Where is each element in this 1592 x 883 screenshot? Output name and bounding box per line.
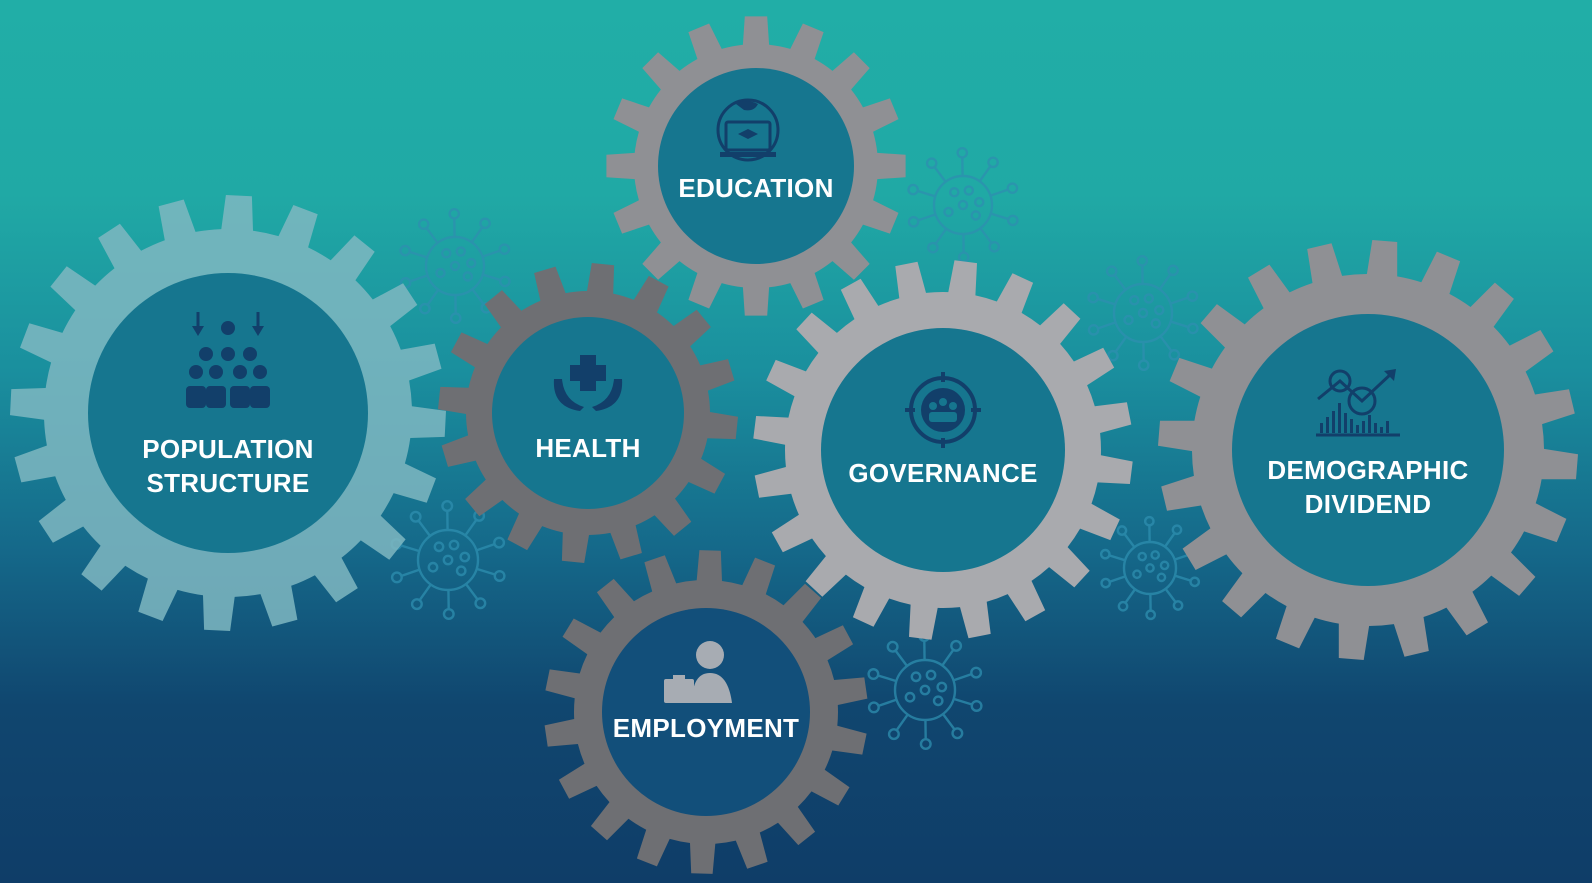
label-line: POPULATION: [142, 434, 314, 465]
label-education: EDUCATION: [678, 172, 833, 206]
label-line: EDUCATION: [678, 173, 834, 204]
target-people-icon: [905, 372, 981, 448]
gear-hub-population: [88, 273, 368, 553]
gear-demographic: [1158, 240, 1578, 660]
label-health: HEALTH: [535, 432, 640, 466]
gear-education: [606, 16, 906, 316]
label-line: DIVIDEND: [1304, 489, 1432, 519]
coronavirus-icon: [867, 630, 983, 750]
gear-employment: [544, 550, 868, 874]
label-employment: EMPLOYMENT: [613, 712, 799, 746]
people-group-icon: [186, 312, 270, 408]
health-cross-hands-icon: [553, 355, 623, 411]
coronavirus-icon: [1087, 254, 1199, 372]
label-line: HEALTH: [535, 433, 641, 464]
coronavirus-icon: [390, 500, 506, 620]
label-line: STRUCTURE: [146, 468, 310, 498]
gear-hub-governance: [821, 328, 1065, 572]
label-line: DEMOGRAPHIC: [1267, 455, 1469, 486]
label-governance: GOVERNANCE: [848, 457, 1037, 491]
gear-hub-health: [492, 317, 684, 509]
coronavirus-icon: [1099, 515, 1201, 621]
gear-hub-employment: [602, 608, 810, 816]
gear-hub-education: [658, 68, 854, 264]
growth-chart-people-icon: [1316, 369, 1400, 437]
gear-health: [438, 263, 738, 563]
gear-hub-demographic: [1232, 314, 1504, 586]
gear-governance: [753, 260, 1133, 640]
label-line: EMPLOYMENT: [612, 713, 800, 744]
gear-population: [10, 195, 446, 631]
businessman-briefcase-icon: [664, 641, 732, 703]
globe-laptop-graduate-icon: [716, 98, 780, 162]
label-line: GOVERNANCE: [848, 458, 1038, 489]
